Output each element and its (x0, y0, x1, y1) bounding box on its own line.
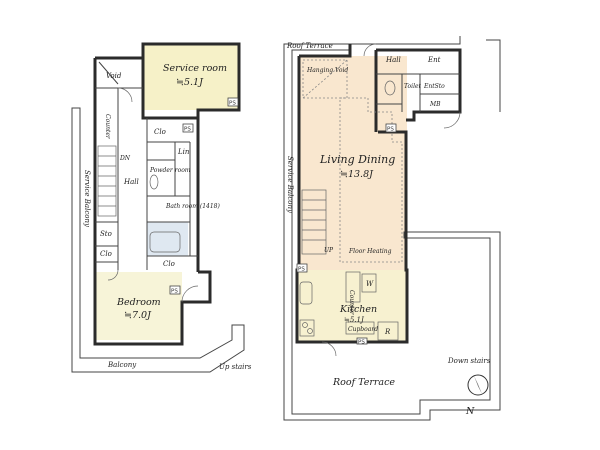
clo-bottom-label: Clo (163, 260, 175, 268)
service-balcony-label: Service Balcony (83, 170, 91, 228)
left-closet-walls (95, 221, 118, 263)
lin-label: Lin (177, 148, 190, 156)
compass-north-label: N (465, 406, 475, 417)
roof-terrace-outline (283, 43, 501, 421)
living-dining-label: Living Dining (319, 153, 395, 166)
w-label: W (366, 280, 374, 288)
door-swing (107, 269, 119, 281)
left-staircase (97, 145, 117, 217)
ps-box: PS (385, 123, 397, 133)
svg-text:PS: PS (387, 127, 394, 133)
door-swing (181, 285, 199, 303)
dn-label: DN (119, 155, 131, 162)
washer-box (361, 273, 377, 293)
service-room-wall (141, 58, 198, 120)
right-staircase (301, 189, 327, 255)
hanging-void-diagonal (302, 59, 348, 99)
hanging-void-label: Hanging Void (306, 67, 348, 74)
balcony-label: Balcony (107, 361, 137, 369)
bathtub (149, 231, 181, 253)
right-ledge (486, 39, 501, 112)
door-swing (443, 111, 461, 129)
ent-sto-label: EntSto (423, 83, 445, 90)
compass-ring (467, 374, 489, 396)
kitchen-counter (345, 271, 361, 303)
stove (299, 319, 315, 337)
compass: N (465, 374, 489, 417)
compass-needle-tail-icon (474, 376, 482, 394)
living-dining-area: ≒13.8J (340, 169, 374, 180)
toilet-fixture (384, 80, 396, 96)
door-swing (321, 341, 337, 357)
floor-heating-label: Floor Heating (348, 248, 392, 255)
left-floor-plan: PS PS PS Service room ≒5.1J Void Counter… (71, 42, 245, 373)
roof-terrace-top-label: Roof Terrace (286, 42, 333, 50)
ps-box: PS (227, 97, 239, 107)
living-fill (299, 56, 407, 270)
service-balcony-label: Service Balcony (286, 156, 294, 214)
floor-heating-outline (339, 97, 403, 263)
fridge-box (377, 321, 399, 341)
mb-label: MB (429, 101, 441, 108)
cupboard-box (345, 321, 375, 335)
top-roof-edge (350, 36, 461, 45)
powder-room-label: Powder room (149, 167, 191, 174)
up-label: UP (324, 247, 334, 254)
down-stairs-label: Down stairs (447, 357, 491, 365)
svg-text:PS: PS (298, 267, 305, 273)
right-floor-plan: PS PS PS Roof Terrace Hall Ent Hanging V… (283, 36, 501, 421)
hanging-void-outline (302, 59, 348, 99)
svg-text:PS: PS (184, 127, 191, 133)
clo-left-label: Clo (100, 250, 112, 258)
r-label: R (384, 328, 391, 336)
ps-box: PS (296, 263, 308, 273)
door-swing (363, 43, 377, 57)
service-room-label: Service room (163, 63, 227, 74)
kitchen-area: ≒5.1J (344, 316, 365, 324)
hall-label: Hall (123, 178, 139, 186)
wet-area-walls (146, 118, 198, 270)
balcony-outline (71, 107, 245, 373)
counter-label: Counter (348, 290, 355, 316)
bath-room-label: Bath room (1418) (165, 203, 220, 210)
svg-text:PS: PS (229, 101, 236, 107)
entrance-walls (374, 48, 462, 132)
svg-text:PS: PS (171, 289, 178, 295)
burner (307, 328, 313, 334)
powder-basin (149, 174, 159, 190)
ps-box: PS (356, 337, 368, 346)
void-label: Void (106, 72, 122, 80)
roof-terrace-bottom-label: Roof Terrace (332, 377, 395, 388)
kitchen-sink (299, 281, 313, 305)
toilet-label: Toilet (404, 83, 422, 90)
void-diagonal (98, 61, 119, 85)
service-room-fill (143, 44, 239, 110)
service-room-area: ≒5.1J (176, 77, 204, 88)
ps-box: PS (169, 285, 181, 295)
toilet-walls (376, 73, 460, 112)
kitchen-label: Kitchen (339, 304, 377, 315)
door-swing (117, 87, 133, 103)
bedroom-fill (95, 272, 182, 340)
up-stairs-label: Up stairs (219, 363, 252, 371)
ent-label: Ent (427, 56, 441, 64)
bedroom-label: Bedroom (116, 297, 161, 308)
burner (302, 322, 308, 328)
cupboard-label: Cupboard (348, 326, 378, 333)
sto-label: Sto (100, 230, 112, 238)
bath-fill (147, 222, 188, 256)
kitchen-fill (297, 270, 407, 342)
bedroom-area: ≒7.0J (124, 310, 152, 321)
hall-label: Hall (385, 56, 401, 64)
ps-box: PS (182, 123, 194, 133)
clo-top-label: Clo (154, 128, 166, 136)
svg-text:PS: PS (358, 340, 365, 346)
counter-label: Counter (104, 114, 111, 140)
